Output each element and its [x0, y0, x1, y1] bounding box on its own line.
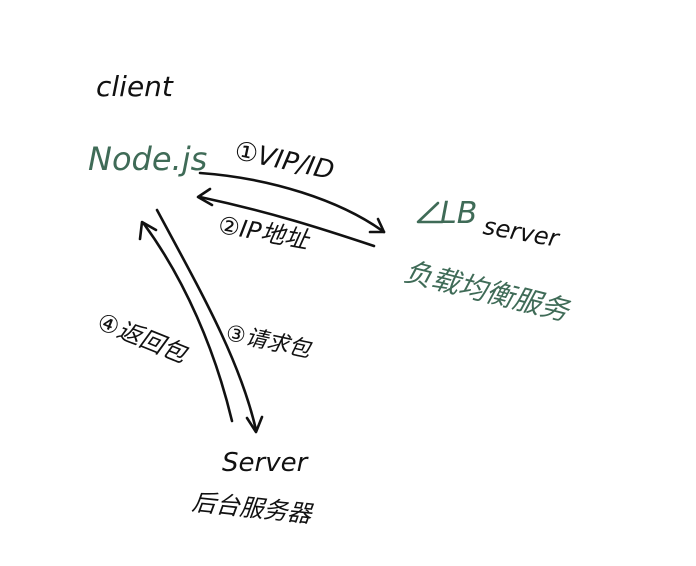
backend-role-label: Server — [222, 448, 308, 478]
edge-response-packet-arrowhead — [138, 220, 158, 241]
edge-request-packet-arrowhead — [245, 415, 264, 434]
client-role-label: client — [96, 70, 173, 103]
edge-ip-response-arrowhead — [196, 187, 214, 207]
edge-vip-request-line — [198, 171, 386, 234]
client-name-label: Node.js — [88, 140, 208, 178]
edge-response-packet-line — [142, 222, 234, 423]
lb-role-label: LB — [440, 196, 478, 231]
edge-vip-request-arrowhead — [368, 217, 386, 234]
edge-ip-response-line — [198, 195, 376, 248]
edge-request-packet-line — [155, 208, 258, 432]
lb-angle-mark — [416, 201, 444, 224]
